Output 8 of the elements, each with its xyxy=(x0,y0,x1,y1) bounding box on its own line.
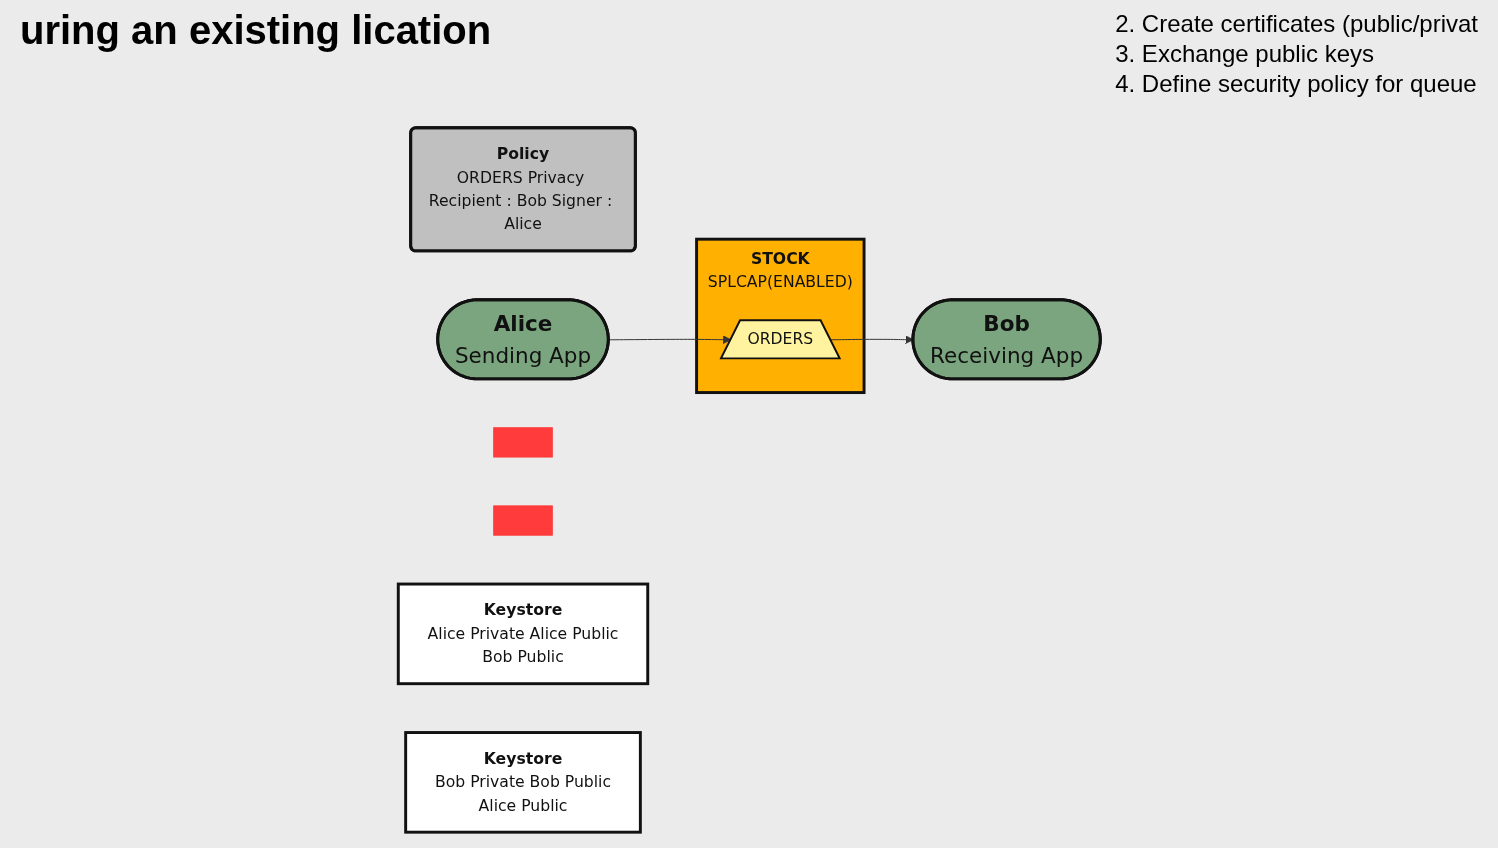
title: uring an existing lication xyxy=(20,8,492,54)
step-text: 3. Exchange public keys xyxy=(1115,40,1375,68)
node-box: Keystore Bob Private Bob Public Alice Public xyxy=(403,731,642,834)
node-box: Keystore Alice Private Alice Public Bob Public xyxy=(396,582,649,686)
node-bar xyxy=(492,427,553,458)
step-text: 2. Create certificates (public/privat xyxy=(1115,10,1478,38)
node-bar xyxy=(492,505,553,536)
step-text: 4. Define security policy for queue xyxy=(1115,70,1478,98)
